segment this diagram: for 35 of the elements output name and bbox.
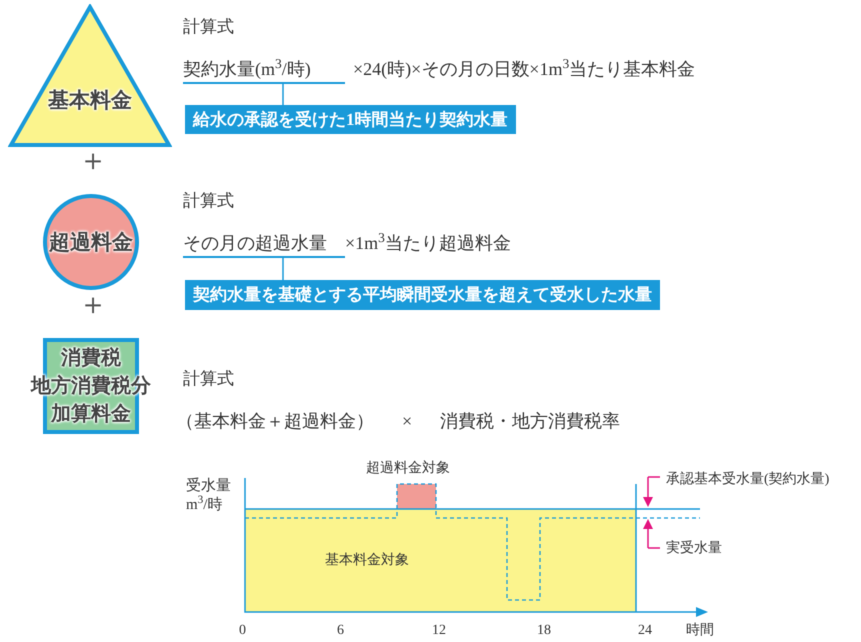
chart-label: 基本料金対象 <box>325 551 409 570</box>
leader-line <box>282 84 284 105</box>
node-label: 超過料金 <box>49 228 133 256</box>
node-label: 加算料金 <box>51 402 131 427</box>
plus-sign: ＋ <box>78 290 108 320</box>
chart-label: 承認基本受水量(契約水量) <box>666 470 830 489</box>
callout-text: 契約水量を基礎とする平均瞬間受水量を超えて受水した水量 <box>193 284 652 306</box>
callout-text: 給水の承認を受けた1時間当たり契約水量 <box>193 108 508 131</box>
chart-label: 実受水量 <box>666 539 722 558</box>
tick-label: 0 <box>239 622 246 640</box>
triangle-shape <box>8 4 172 148</box>
node-label: 消費税 <box>61 346 121 371</box>
formula-text: 消費税・地方消費税率 <box>440 410 620 433</box>
tick-label: 12 <box>432 622 446 640</box>
tick-label: 24 <box>638 622 652 640</box>
node-label: 基本料金 <box>48 87 132 114</box>
formula-term: その月の超過水量 <box>183 230 345 258</box>
formula-text: ×1m$^{3}$当たり超過料金 <box>345 230 511 255</box>
formula-term: 契約水量(m$^{3}$/時) <box>183 56 345 84</box>
circle-shape <box>43 194 139 290</box>
chart-label: 超過料金対象 <box>366 459 450 478</box>
formula-heading: 計算式 <box>183 190 234 212</box>
formula-heading: 計算式 <box>183 368 234 390</box>
tick-label: 18 <box>537 622 551 640</box>
formula-heading: 計算式 <box>183 16 234 38</box>
leader-line <box>282 258 284 280</box>
callout-box <box>185 105 516 134</box>
formula-text: （基本料金＋超過料金） <box>176 410 374 433</box>
callout-box <box>185 280 660 310</box>
tick-label: 6 <box>337 622 344 640</box>
multiply-sign: × <box>402 410 412 433</box>
formula-text: ×24(時)×その月の日数×1m$^{3}$当たり基本料金 <box>353 56 696 81</box>
plus-sign: ＋ <box>78 146 108 176</box>
axis-label: 受水量 m$^{3}$/時 <box>186 477 232 515</box>
axis-label: 時間 <box>686 622 714 640</box>
